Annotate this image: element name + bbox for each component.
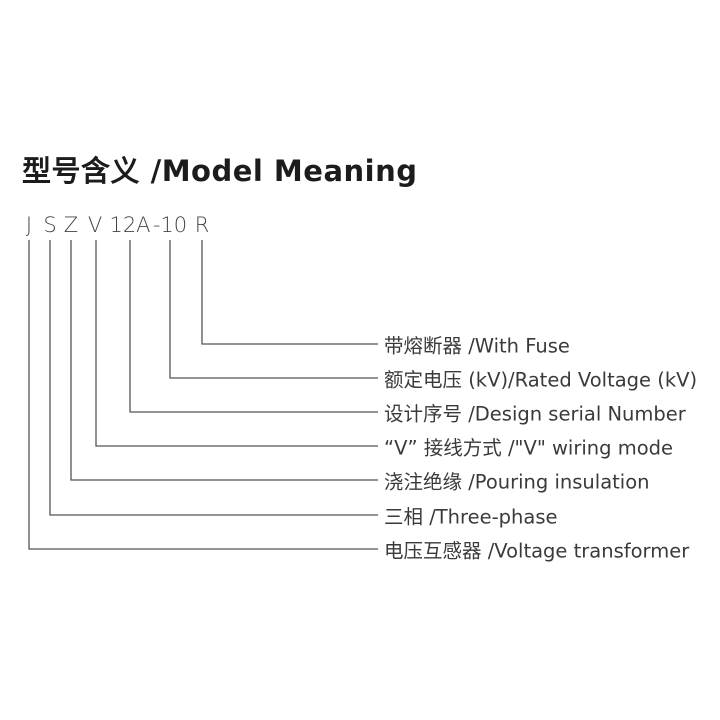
desc-with-fuse: 带熔断器 /With Fuse — [384, 334, 570, 358]
desc-three-phase: 三相 /Three-phase — [384, 505, 558, 529]
desc-rated-voltage: 额定电压 (kV)/Rated Voltage (kV) — [384, 368, 698, 392]
code-segment-z: Z — [63, 213, 79, 237]
code-segment-s: S — [43, 213, 57, 237]
code-segment-j: J — [25, 213, 33, 237]
connector-12a — [129, 240, 378, 413]
code-segment-10: -10 — [152, 213, 188, 237]
desc-design-serial: 设计序号 /Design serial Number — [384, 402, 686, 426]
connector-z — [70, 240, 378, 481]
connector-r — [201, 240, 378, 345]
connector-v — [95, 240, 378, 447]
code-segment-12a: 12A — [109, 213, 151, 237]
desc-wiring-mode: “V” 接线方式 /"V" wiring mode — [384, 436, 674, 460]
code-segment-v: V — [87, 213, 103, 237]
desc-pouring-insulation: 浇注绝缘 /Pouring insulation — [384, 470, 650, 494]
connector-10 — [169, 240, 378, 379]
connector-j — [28, 240, 378, 550]
connector-s — [49, 240, 378, 516]
code-segment-r: R — [194, 213, 210, 237]
page-title: 型号含义 /Model Meaning — [22, 154, 418, 188]
desc-voltage-transformer: 电压互感器 /Voltage transformer — [384, 539, 690, 563]
